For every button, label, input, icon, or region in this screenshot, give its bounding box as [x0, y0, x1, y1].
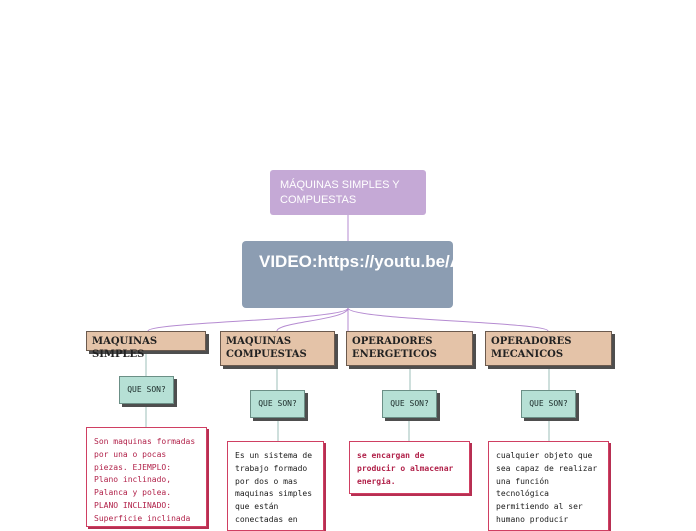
answer-operadores-mecanicos[interactable]: cualquier objeto que sea capaz de realiz… — [488, 441, 609, 531]
answer-operadores-energeticos[interactable]: se encargan de producir o almacenar ener… — [349, 441, 470, 494]
question-maquinas-compuestas[interactable]: QUE SON? — [250, 390, 305, 418]
answer-maquinas-compuestas[interactable]: Es un sistema de trabajo formado por dos… — [227, 441, 324, 531]
question-maquinas-simples[interactable]: QUE SON? — [119, 376, 174, 404]
category-maquinas-simples[interactable]: MAQUINAS SIMPLES — [86, 331, 206, 360]
link-simples — [147, 307, 349, 332]
question-operadores-energeticos[interactable]: QUE SON? — [382, 390, 437, 418]
question-operadores-mecanicos[interactable]: QUE SON? — [521, 390, 576, 418]
connector-lines — [145, 215, 550, 441]
category-operadores-mecanicos[interactable]: OPERADORES MECANICOS — [485, 331, 612, 366]
category-maquinas-compuestas[interactable]: MAQUINAS COMPUESTAS — [220, 331, 335, 366]
root-topic[interactable]: MÁQUINAS SIMPLES Y COMPUESTAS — [270, 170, 426, 215]
link-mecanicos — [347, 307, 549, 332]
answer-maquinas-simples[interactable]: Son maquinas formadas por una o pocas pi… — [86, 427, 207, 527]
video-link-topic[interactable]: VIDEO:https://youtu.be/Ak3M5tFro_I — [242, 241, 552, 308]
link-compuestas — [276, 307, 349, 332]
category-operadores-energeticos[interactable]: OPERADORES ENERGETICOS — [346, 331, 473, 366]
